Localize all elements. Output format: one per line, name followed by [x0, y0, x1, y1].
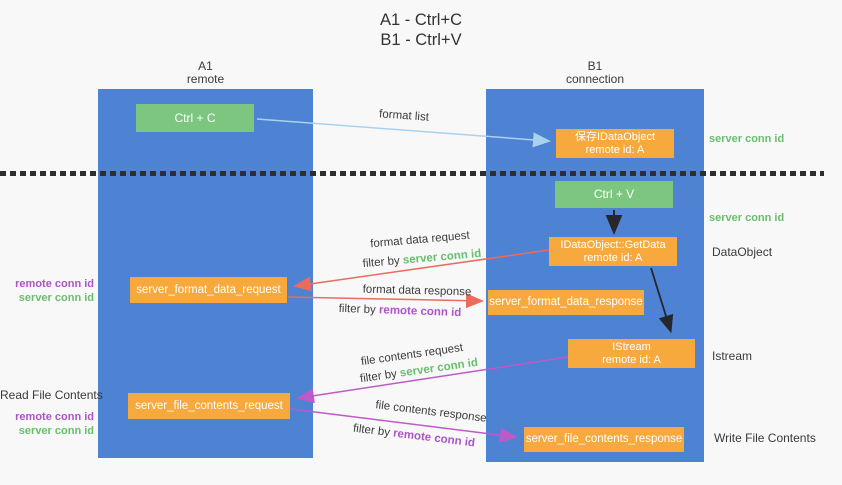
- node-server-file-contents-request-label: server_file_contents_request: [135, 399, 283, 412]
- remote-conn-id-text: remote conn id: [378, 304, 462, 320]
- node-istream-line2: remote id: A: [602, 353, 661, 366]
- remote-conn-id-text: remote conn id: [392, 427, 476, 450]
- column-b1-name: B1: [587, 59, 603, 73]
- label-server-conn-id-1: server conn id: [18, 291, 94, 304]
- title-line-b1: B1 - Ctrl+V: [380, 31, 462, 49]
- flow-label-format-list: format list: [378, 108, 430, 124]
- node-save-idataobject: 保存IDataObject remote id: A: [556, 129, 674, 158]
- node-server-format-data-response-label: server_format_data_response: [489, 296, 643, 308]
- node-ctrl-c: Ctrl + C: [136, 104, 254, 132]
- node-istream-line1: IStream: [612, 340, 651, 353]
- node-ctrl-v-label: Ctrl + V: [593, 187, 635, 201]
- column-a1-subtitle: remote: [186, 72, 225, 86]
- node-getdata-line1: IDataObject::GetData: [560, 238, 666, 251]
- label-write-file-contents: Write File Contents: [714, 431, 816, 445]
- label-group-conn-ids-1: remote conn id server conn id: [0, 278, 94, 305]
- title-line-a1: A1 - Ctrl+C: [379, 11, 463, 29]
- flow-label-filter-by-server-1: filter by server conn id: [362, 248, 481, 270]
- filter-by-text: filter by: [359, 368, 398, 386]
- column-header-a1: A1 remote: [98, 60, 313, 86]
- server-conn-id-text: server conn id: [402, 247, 482, 267]
- node-ctrl-v: Ctrl + V: [555, 181, 673, 208]
- node-getdata-line2: remote id: A: [583, 251, 643, 264]
- node-server-format-data-request: server_format_data_request: [130, 277, 287, 303]
- label-dataobject: DataObject: [712, 245, 773, 259]
- session-separator-dotted-line: [0, 171, 824, 176]
- flow-label-filter-by-remote-1: filter by remote conn id: [338, 303, 461, 319]
- label-istream: Istream: [712, 349, 753, 363]
- node-server-file-contents-response-label: server_file_contents_response: [525, 433, 683, 445]
- label-server-conn-id-mid: server conn id: [709, 212, 785, 224]
- node-ctrl-c-label: Ctrl + C: [174, 110, 216, 125]
- filter-by-text: filter by: [352, 422, 391, 439]
- label-remote-conn-id-2: remote conn id: [15, 411, 94, 423]
- filter-by-text: filter by: [362, 254, 401, 271]
- label-server-conn-id-2: server conn id: [18, 424, 94, 437]
- column-b1-subtitle: connection: [565, 72, 625, 86]
- node-server-format-data-request-label: server_format_data_request: [136, 283, 281, 296]
- node-server-format-data-response: server_format_data_response: [488, 290, 644, 315]
- node-save-idataobject-line1: 保存IDataObject: [574, 130, 656, 143]
- flow-label-format-data-request: format data request: [369, 229, 471, 251]
- flow-label-filter-by-remote-2: filter by remote conn id: [352, 423, 475, 450]
- label-group-conn-ids-2: remote conn id server conn id: [0, 411, 94, 438]
- label-remote-conn-id-1: remote conn id: [15, 278, 94, 290]
- flow-label-file-contents-response: file contents response: [374, 399, 488, 425]
- label-read-file-contents: Read File Contents: [0, 388, 103, 402]
- node-save-idataobject-line2: remote id: A: [585, 143, 645, 156]
- node-server-file-contents-response: server_file_contents_response: [524, 427, 684, 452]
- node-istream: IStream remote id: A: [568, 339, 695, 368]
- node-server-file-contents-request: server_file_contents_request: [128, 393, 290, 419]
- node-idataobject-getdata: IDataObject::GetData remote id: A: [549, 237, 677, 266]
- diagram-title: A1 - Ctrl+C B1 - Ctrl+V: [0, 10, 842, 50]
- filter-by-text: filter by: [338, 302, 376, 317]
- column-a1-name: A1: [198, 59, 213, 73]
- label-server-conn-id-top: server conn id: [709, 133, 785, 145]
- column-header-b1: B1 connection: [486, 60, 704, 86]
- flow-label-format-data-response: format data response: [362, 283, 472, 299]
